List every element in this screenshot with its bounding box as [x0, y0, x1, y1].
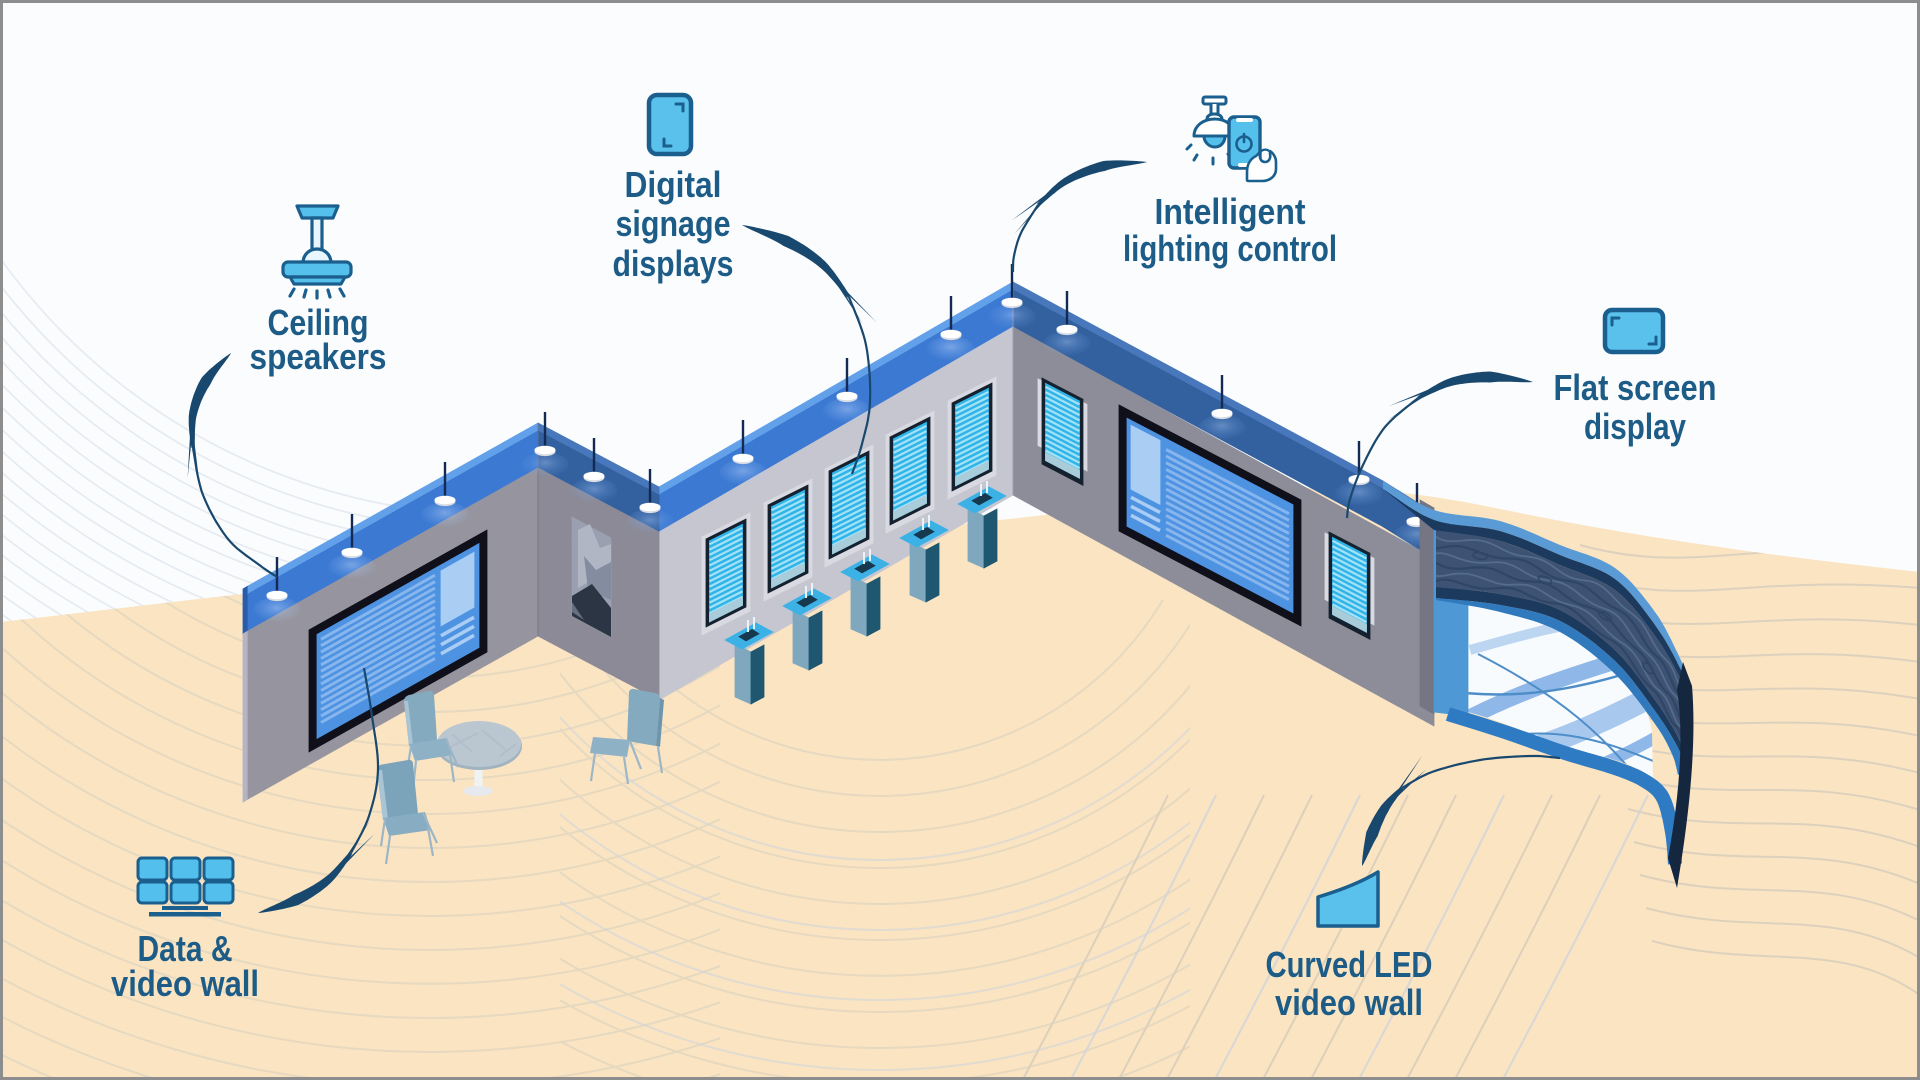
svg-text:Digital: Digital [625, 164, 722, 205]
svg-text:video wall: video wall [1275, 982, 1423, 1023]
svg-text:Flat screen: Flat screen [1554, 367, 1717, 408]
svg-text:signage: signage [616, 203, 731, 244]
svg-text:speakers: speakers [250, 336, 387, 377]
svg-text:video wall: video wall [111, 963, 259, 1004]
svg-text:Ceiling: Ceiling [268, 302, 369, 343]
svg-text:Curved LED: Curved LED [1266, 944, 1433, 985]
svg-text:display: display [1584, 406, 1686, 447]
svg-text:displays: displays [613, 243, 734, 284]
svg-text:Intelligent: Intelligent [1155, 191, 1306, 232]
svg-text:Data &: Data & [138, 928, 233, 969]
svg-text:lighting control: lighting control [1123, 228, 1337, 269]
